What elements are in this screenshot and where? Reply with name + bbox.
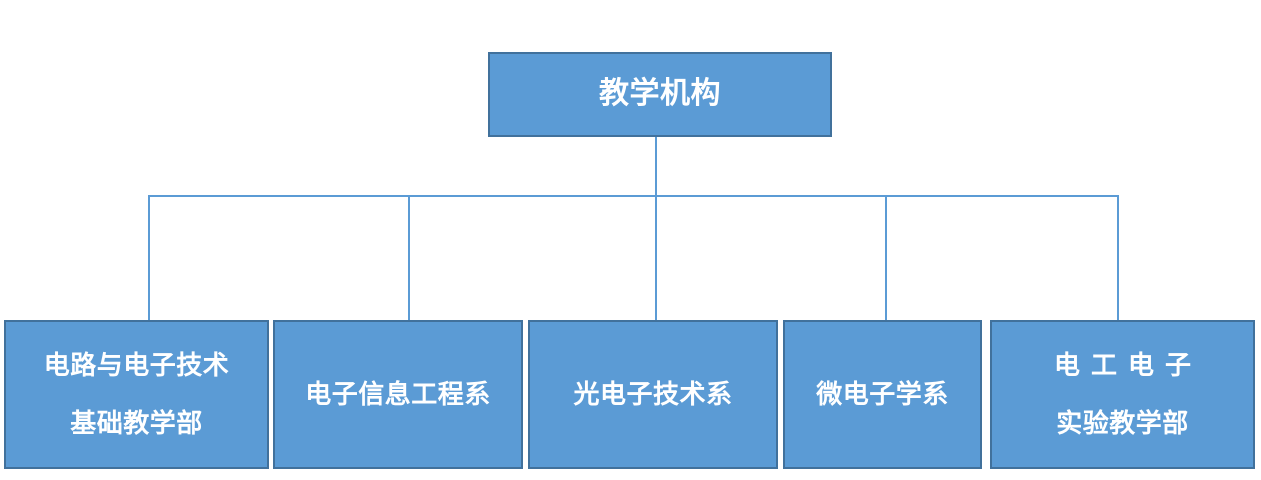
org-node-child-5-line-1: 电工电子 [1053, 349, 1202, 380]
connector-drop-5 [1117, 195, 1119, 320]
org-node-root[interactable]: 教学机构 [488, 52, 832, 137]
org-node-child-2-line-1: 电子信息工程系 [305, 378, 491, 409]
org-node-child-2[interactable]: 电子信息工程系 [273, 320, 523, 469]
connector-drop-2 [408, 195, 410, 320]
org-node-child-4-line-1: 微电子学系 [816, 378, 949, 409]
org-node-child-5[interactable]: 电工电子 实验教学部 [990, 320, 1255, 469]
org-node-child-3-line-1: 光电子技术系 [573, 378, 733, 409]
connector-drop-4 [885, 195, 887, 320]
connector-horizontal-bus [148, 195, 1119, 197]
connector-drop-3 [655, 195, 657, 320]
org-node-child-1-line-2: 基础教学部 [70, 407, 203, 438]
connector-root-stem [655, 137, 657, 195]
connector-drop-1 [148, 195, 150, 320]
org-node-child-3[interactable]: 光电子技术系 [528, 320, 778, 469]
org-node-root-line-1: 教学机构 [599, 77, 721, 111]
org-node-child-4[interactable]: 微电子学系 [783, 320, 982, 469]
org-node-child-1[interactable]: 电路与电子技术 基础教学部 [4, 320, 269, 469]
org-node-child-1-line-1: 电路与电子技术 [43, 349, 230, 380]
org-node-child-5-line-2: 实验教学部 [1056, 407, 1189, 438]
